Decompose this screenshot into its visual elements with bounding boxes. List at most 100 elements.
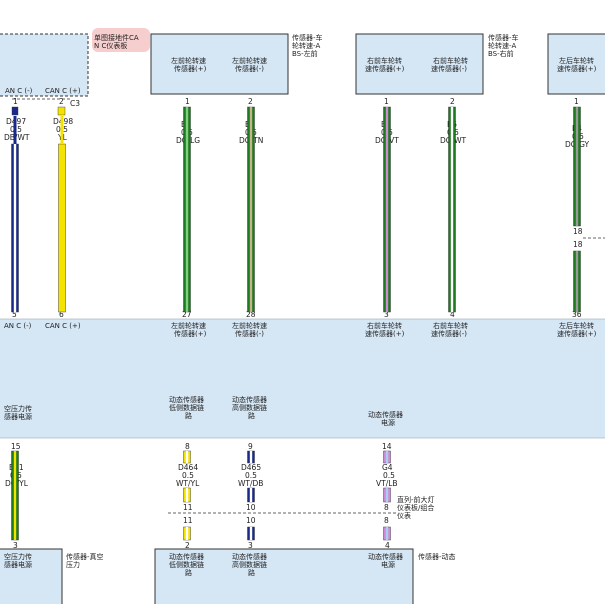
bottom-dyn-low-label-1: 动态传感器 [169, 552, 204, 561]
band-vac-label-2: 感器电源 [4, 412, 32, 421]
bottom-dyn-pwr-label-1: 动态传感器 [368, 552, 403, 561]
band-dyn-low-label-1: 动态传感器 [169, 395, 204, 404]
wire-B6-bottom-pin: 4 [450, 310, 455, 319]
wire-D465-segment [247, 487, 255, 503]
band-dyn-low-label-2: 低侧数据链 [169, 403, 204, 412]
bottom-left-side-label-2: 压力 [66, 560, 80, 569]
wire-G4-splice-pin-2: 8 [384, 516, 389, 525]
wire-G4-bottom-pin: 4 [385, 541, 390, 550]
wire-B4-segment [573, 250, 581, 313]
sensor-fl-pin2-label-1: 左前轮转速 [232, 56, 267, 65]
sensor-front-left: 左前轮转速 传感器(+) 左前轮转速 传感器(-) 传感器-车 轮转速-A BS… [150, 33, 323, 95]
connector-C3-label: C3 [70, 99, 80, 108]
band-fl-plus-label-1: 左前轮转速 [171, 321, 206, 330]
band-rl-plus-label-1: 左后车轮转 [559, 321, 594, 330]
sensor-fr-side-label-2: 轮转速-A [488, 41, 517, 50]
bottom-dyn-low-label-2: 低侧数据链 [169, 560, 204, 569]
sensor-fl-pin1-label-1: 左前轮转速 [171, 56, 206, 65]
sensor-fl-side-label-2: 轮转速-A [292, 41, 321, 50]
wire-D497-segment [11, 143, 19, 313]
wire-B4-mid-pin-1: 18 [573, 227, 583, 236]
wire-B6-top-pin: 2 [450, 97, 455, 106]
wire-B8-bottom-pin: 28 [246, 310, 256, 319]
wire-D464-bottom-pin: 2 [185, 541, 190, 550]
wire-D465-id: D465 [241, 463, 261, 472]
band-can-plus-label: CAN C (+) [45, 322, 81, 330]
wire-D464-top-pin: 8 [185, 442, 190, 451]
wire-D464-segment [183, 450, 191, 464]
wire-B8-top-pin: 2 [248, 97, 253, 106]
main-module-band: AN C (-) CAN C (+) 左前轮转速 传感器(+) 左前轮转速 传感… [0, 318, 605, 439]
wire-B4-mid-pin-2: 18 [573, 240, 583, 249]
band-fl-minus-label-2: 传感器(-) [235, 329, 264, 338]
wire-B4-bottom-pin: 36 [572, 310, 582, 319]
wire-labels-bottom: 15 B31 0.5 DG/YL 3 8 D464 0.5 WT/YL 11 1… [5, 442, 398, 550]
wire-D464-gauge: 0.5 [182, 471, 194, 480]
can-minus-label: AN C (-) [5, 87, 33, 95]
wire-D497-color: DB/WT [4, 133, 30, 142]
wire-B7-bottom-pin: 3 [384, 310, 389, 319]
splice-label-3: 仪表 [397, 511, 411, 520]
wire-D498-bottom-pin: 6 [59, 310, 64, 319]
sensor-fr-pin2-label-2: 速传感器(-) [431, 64, 467, 73]
wire-B7-top-pin: 1 [384, 97, 389, 106]
wire-B9-segment [183, 106, 191, 313]
wire-G4-color: VT/LB [376, 479, 398, 488]
bottom-left-side-label-1: 传感器-真空 [66, 552, 104, 561]
wire-G4-splice-pin-1: 8 [384, 503, 389, 512]
can-module: 单图接地件CA N C仪表板 AN C (-) CAN C (+) [0, 28, 150, 97]
band-can-minus-label: AN C (-) [4, 322, 32, 330]
can-module-ref-label-2: N C仪表板 [94, 41, 127, 50]
bottom-dyn-high-label-3: 路 [248, 568, 255, 577]
sensor-fl-side-label-3: BS-左前 [292, 49, 318, 58]
wire-B9-bottom-pin: 27 [182, 310, 192, 319]
band-dyn-high-label-2: 高侧数据链 [232, 403, 267, 412]
bottom-dyn-side-label: 传感器-动态 [418, 552, 456, 561]
wire-G4-segment [383, 487, 391, 503]
wire-B31-top-pin: 15 [11, 442, 21, 451]
can-plus-label: CAN C (+) [45, 87, 81, 95]
sensor-fr-pin2-label-1: 右前车轮转 [433, 56, 468, 65]
band-dyn-low-label-3: 路 [185, 411, 192, 420]
wire-B9-top-pin: 1 [185, 97, 190, 106]
band-top-pins: 5 6 27 28 3 4 36 [12, 310, 582, 319]
band-fr-minus-label-2: 速传感器(-) [431, 329, 467, 338]
sensor-fl-pin1-label-2: 传感器(+) [174, 64, 207, 73]
inline-splice: 直列-前大灯 仪表板/组合 仪表 [168, 495, 435, 520]
band-rl-plus-label-2: 速传感器(+) [557, 329, 597, 338]
bottom-dyn-high-label-1: 动态传感器 [232, 552, 267, 561]
sensor-rl-pin1-label-2: 速传感器(+) [557, 64, 597, 73]
band-dyn-high-label-3: 路 [248, 411, 255, 420]
band-fr-plus-label-1: 右前车轮转 [367, 321, 402, 330]
band-dyn-pwr-label-2: 电源 [381, 418, 395, 427]
wire-B8-segment [247, 106, 255, 313]
wire-G4-top-pin: 14 [382, 442, 392, 451]
splice-label-2: 仪表板/组合 [397, 503, 434, 512]
sensor-rear-left: 左后车轮转 速传感器(+) [547, 33, 605, 95]
bottom-dyn-pwr-label-2: 电源 [381, 560, 395, 569]
wire-D464-segment [183, 526, 191, 541]
bottom-left-sensor: 空压力传 感器电源 传感器-真空 压力 [0, 548, 104, 604]
wire-G4-segment [383, 450, 391, 464]
band-fr-minus-label-1: 右前车轮转 [433, 321, 468, 330]
wire-D465-color: WT/DB [238, 479, 263, 488]
wire-D464-splice-pin-2: 11 [183, 516, 193, 525]
wire-D498-segment [58, 143, 66, 313]
wire-D465-splice-pin-2: 10 [246, 516, 256, 525]
sensor-fr-side-label-1: 传感器-车 [488, 33, 519, 42]
wire-B31-bottom-pin: 3 [13, 541, 18, 550]
bottom-dynamic-sensor: 动态传感器 低侧数据链 路 动态传感器 高侧数据链 路 动态传感器 电源 传感器… [154, 548, 456, 604]
sensor-fr-pin1-label-1: 右前车轮转 [367, 56, 402, 65]
band-fr-plus-label-2: 速传感器(+) [365, 329, 405, 338]
wire-D465-bottom-pin: 3 [248, 541, 253, 550]
bottom-left-label-1: 空压力传 [4, 552, 32, 561]
wire-D497-bottom-pin: 5 [12, 310, 17, 319]
highlight-marker [92, 28, 150, 52]
band-fl-minus-label-1: 左前轮转速 [232, 321, 267, 330]
sensor-rl-pin1-label-1: 左后车轮转 [559, 56, 594, 65]
wire-D465-top-pin: 9 [248, 442, 253, 451]
wire-G4-id: G4 [382, 463, 393, 472]
sensor-fr-side-label-3: BS-右前 [488, 49, 514, 58]
wire-D498-top-pin: 2 [59, 97, 64, 106]
